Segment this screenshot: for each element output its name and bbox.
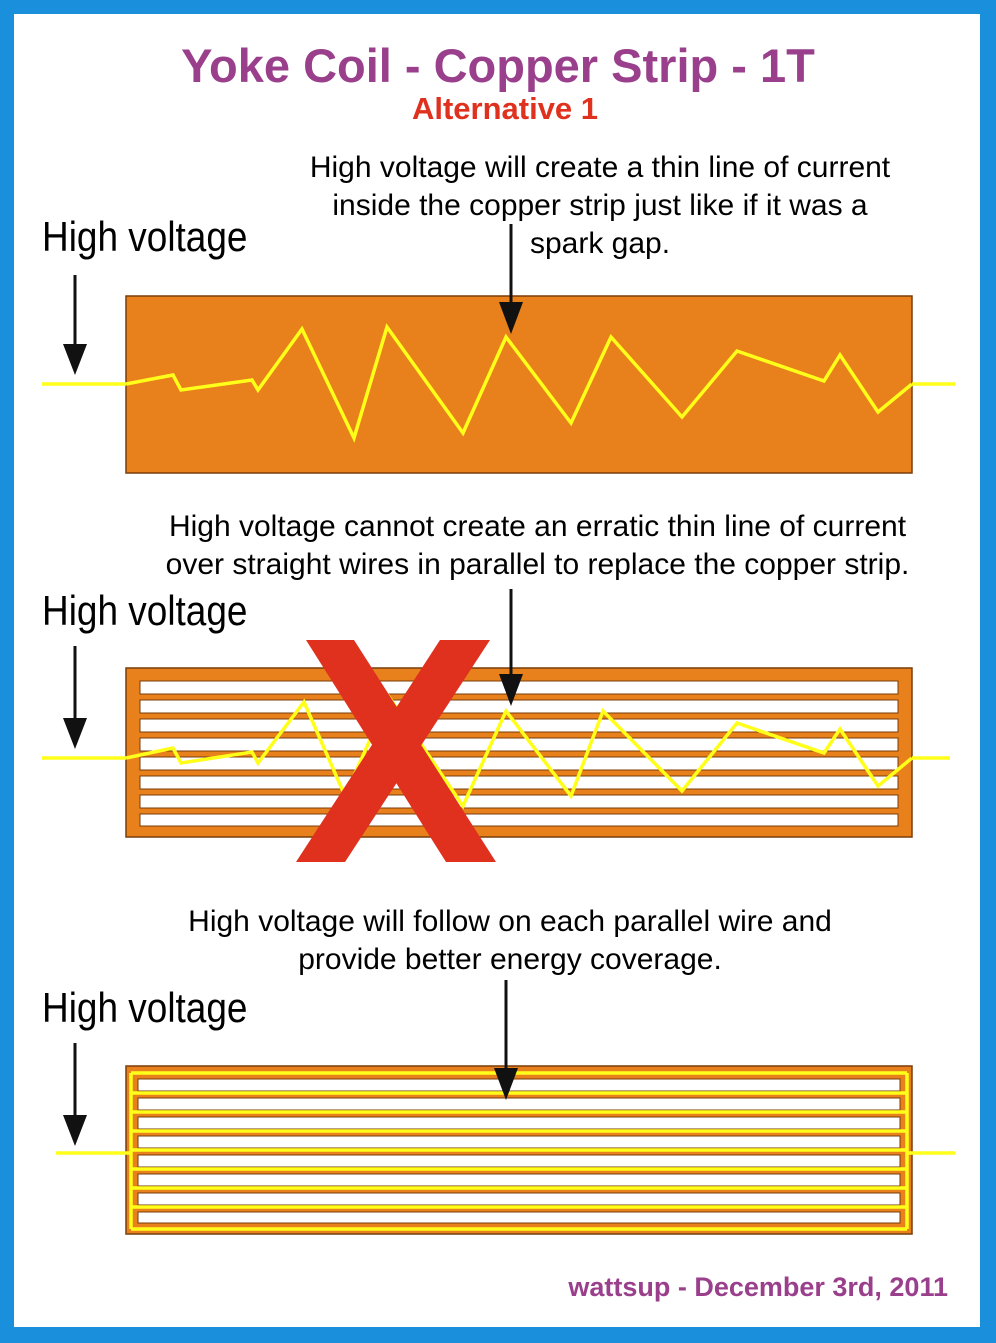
down-arrow-icon xyxy=(63,275,87,375)
down-arrow-icon xyxy=(494,980,518,1100)
description-line: High voltage cannot create an erratic th… xyxy=(168,510,907,543)
description-line: inside the copper strip just like if it … xyxy=(332,189,868,222)
down-arrow-icon xyxy=(63,646,87,749)
page-subtitle: Alternative 1 xyxy=(411,91,599,126)
page-title: Yoke Coil - Copper Strip - 1T xyxy=(181,39,815,92)
panel-2-label: High voltage xyxy=(42,587,248,634)
description-line: provide better energy coverage. xyxy=(298,943,722,976)
description-line: High voltage will follow on each paralle… xyxy=(188,905,832,938)
panel-2-description: High voltage cannot create an erratic th… xyxy=(100,508,975,584)
description-line: High voltage will create a thin line of … xyxy=(309,151,891,184)
description-line: spark gap. xyxy=(529,227,671,260)
panel-1-label: High voltage xyxy=(42,213,248,260)
erratic-current-path xyxy=(125,693,914,810)
down-arrow-icon xyxy=(499,589,523,706)
spark-current-path xyxy=(125,323,914,443)
panel-3-label: High voltage xyxy=(42,984,248,1031)
panel-3-description: High voltage will follow on each paralle… xyxy=(110,903,910,979)
cross-mark-icon xyxy=(296,640,496,862)
panel-1-description: High voltage will create a thin line of … xyxy=(250,149,950,263)
description-line: over straight wires in parallel to repla… xyxy=(165,548,910,581)
copper-strip xyxy=(125,295,913,474)
down-arrow-icon xyxy=(63,1043,87,1146)
parallel-current-paths xyxy=(129,1071,909,1231)
down-arrow-icon xyxy=(499,224,523,334)
credit-line: wattsup - December 3rd, 2011 xyxy=(568,1272,948,1302)
